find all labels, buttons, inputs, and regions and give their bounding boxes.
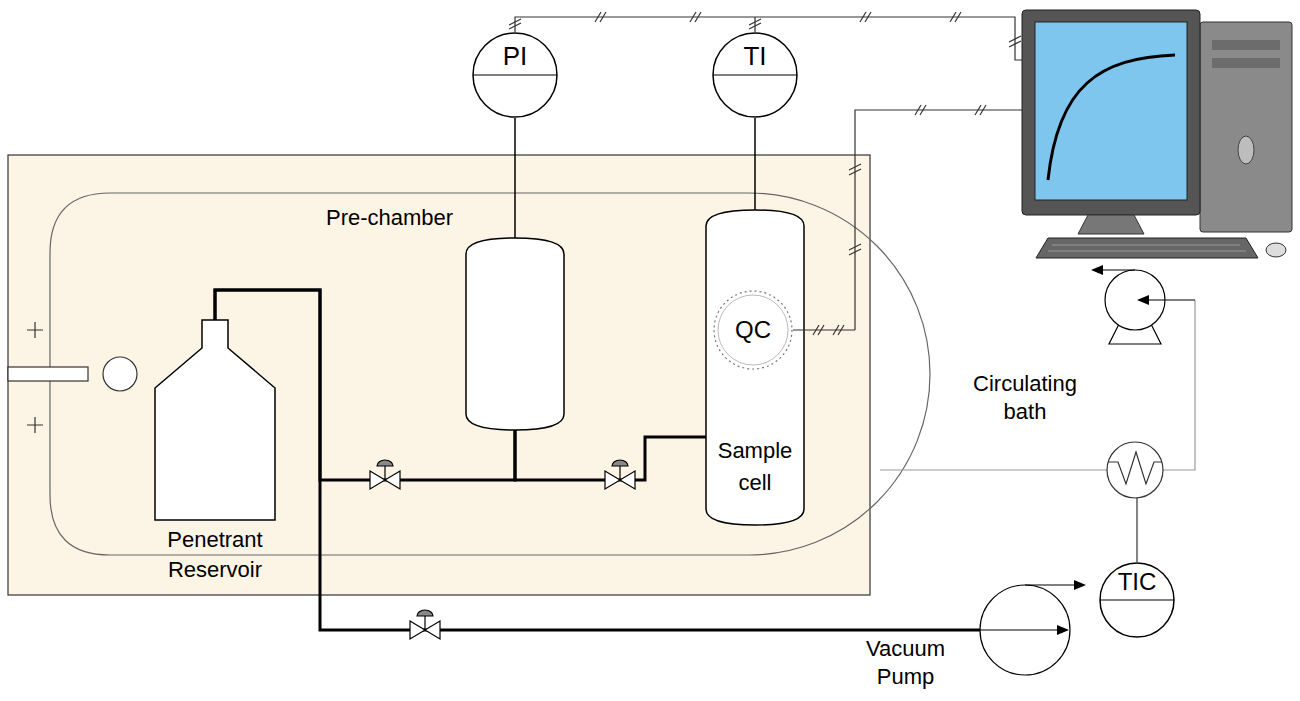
node-label: Vacuum Pump: [848, 635, 963, 691]
vessel-symbol: [466, 238, 564, 430]
inst-node: PI: [472, 32, 558, 118]
node-label: Circulating bath: [955, 370, 1095, 426]
door-handle: [8, 322, 137, 433]
vacpump-symbol: [980, 585, 1070, 675]
node-label: QC: [713, 290, 793, 370]
pipe-connector: [515, 430, 706, 480]
chamber-outline: [50, 193, 930, 555]
qc-node: QC: [713, 290, 793, 370]
heat-exchanger: [1107, 442, 1163, 562]
vacpump-node: Vacuum Pump: [980, 585, 1070, 675]
tic-node: TIC: [1099, 562, 1175, 638]
node-label: PI: [472, 38, 558, 74]
node-label: Penetrant Reservoir: [155, 525, 275, 585]
node-label: TIC: [1099, 567, 1175, 597]
pipe-connector: [215, 290, 980, 630]
bath-housing: [8, 155, 870, 595]
valve-symbol: [370, 460, 400, 489]
circpump-node: Circulating bath: [1105, 270, 1165, 330]
circpump-symbol: [1105, 270, 1165, 330]
valve-symbol: [410, 610, 440, 639]
pipe-connector: [754, 118, 756, 210]
vessel-node: Pre-chamber: [466, 238, 564, 430]
computer: [1022, 10, 1292, 258]
bottle-symbol: [155, 320, 275, 520]
node-label: TI: [712, 38, 798, 74]
pipe-connector: [514, 118, 516, 238]
valve-symbol: [605, 460, 635, 489]
bottle-node: Penetrant Reservoir: [155, 320, 275, 520]
node-label: Sample cell: [706, 435, 804, 499]
inst-node: TI: [712, 32, 798, 118]
vessel-node: Sample cell QC: [706, 210, 804, 525]
node-label: Pre-chamber: [326, 204, 453, 232]
